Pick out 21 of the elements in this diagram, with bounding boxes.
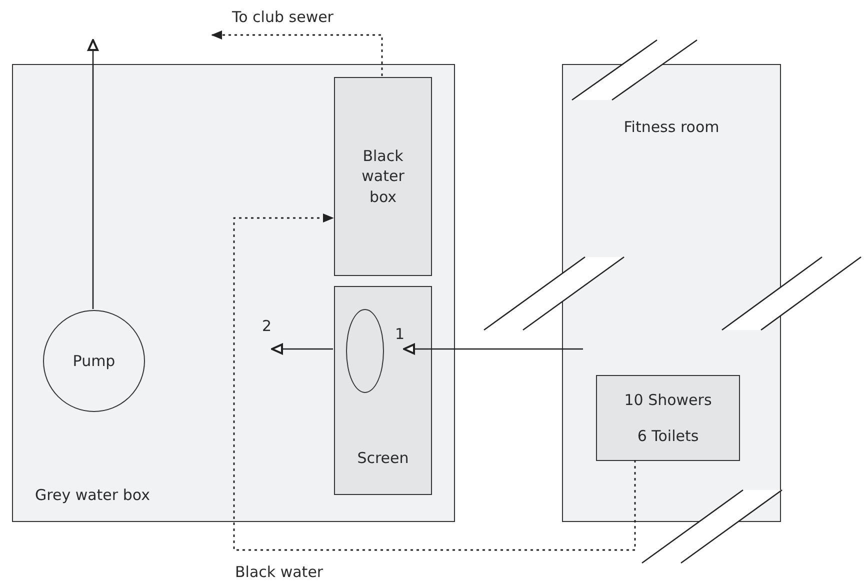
edge-label: 1 — [395, 325, 405, 343]
tank-box — [596, 375, 740, 461]
arrow — [211, 30, 383, 76]
node-label: Fitness room — [624, 117, 720, 138]
node-label: Grey water box — [35, 484, 150, 505]
tank-box — [334, 77, 432, 276]
arrow — [233, 213, 636, 551]
node-label: Pump — [72, 350, 116, 372]
edge-label: To club sewer — [232, 8, 334, 26]
node-label: Screen — [357, 448, 409, 468]
node-label: 6 Toilets — [637, 426, 699, 446]
tank-box — [334, 286, 432, 495]
room-box — [562, 64, 781, 522]
edge-label: Black water — [235, 563, 324, 581]
room-box — [12, 64, 455, 522]
node-label: Black water box — [360, 146, 406, 207]
arrow — [403, 344, 583, 354]
arrow — [88, 39, 98, 309]
edge-label: 2 — [262, 317, 272, 335]
node-label: 10 Showers — [624, 390, 712, 410]
arrow — [271, 344, 333, 354]
